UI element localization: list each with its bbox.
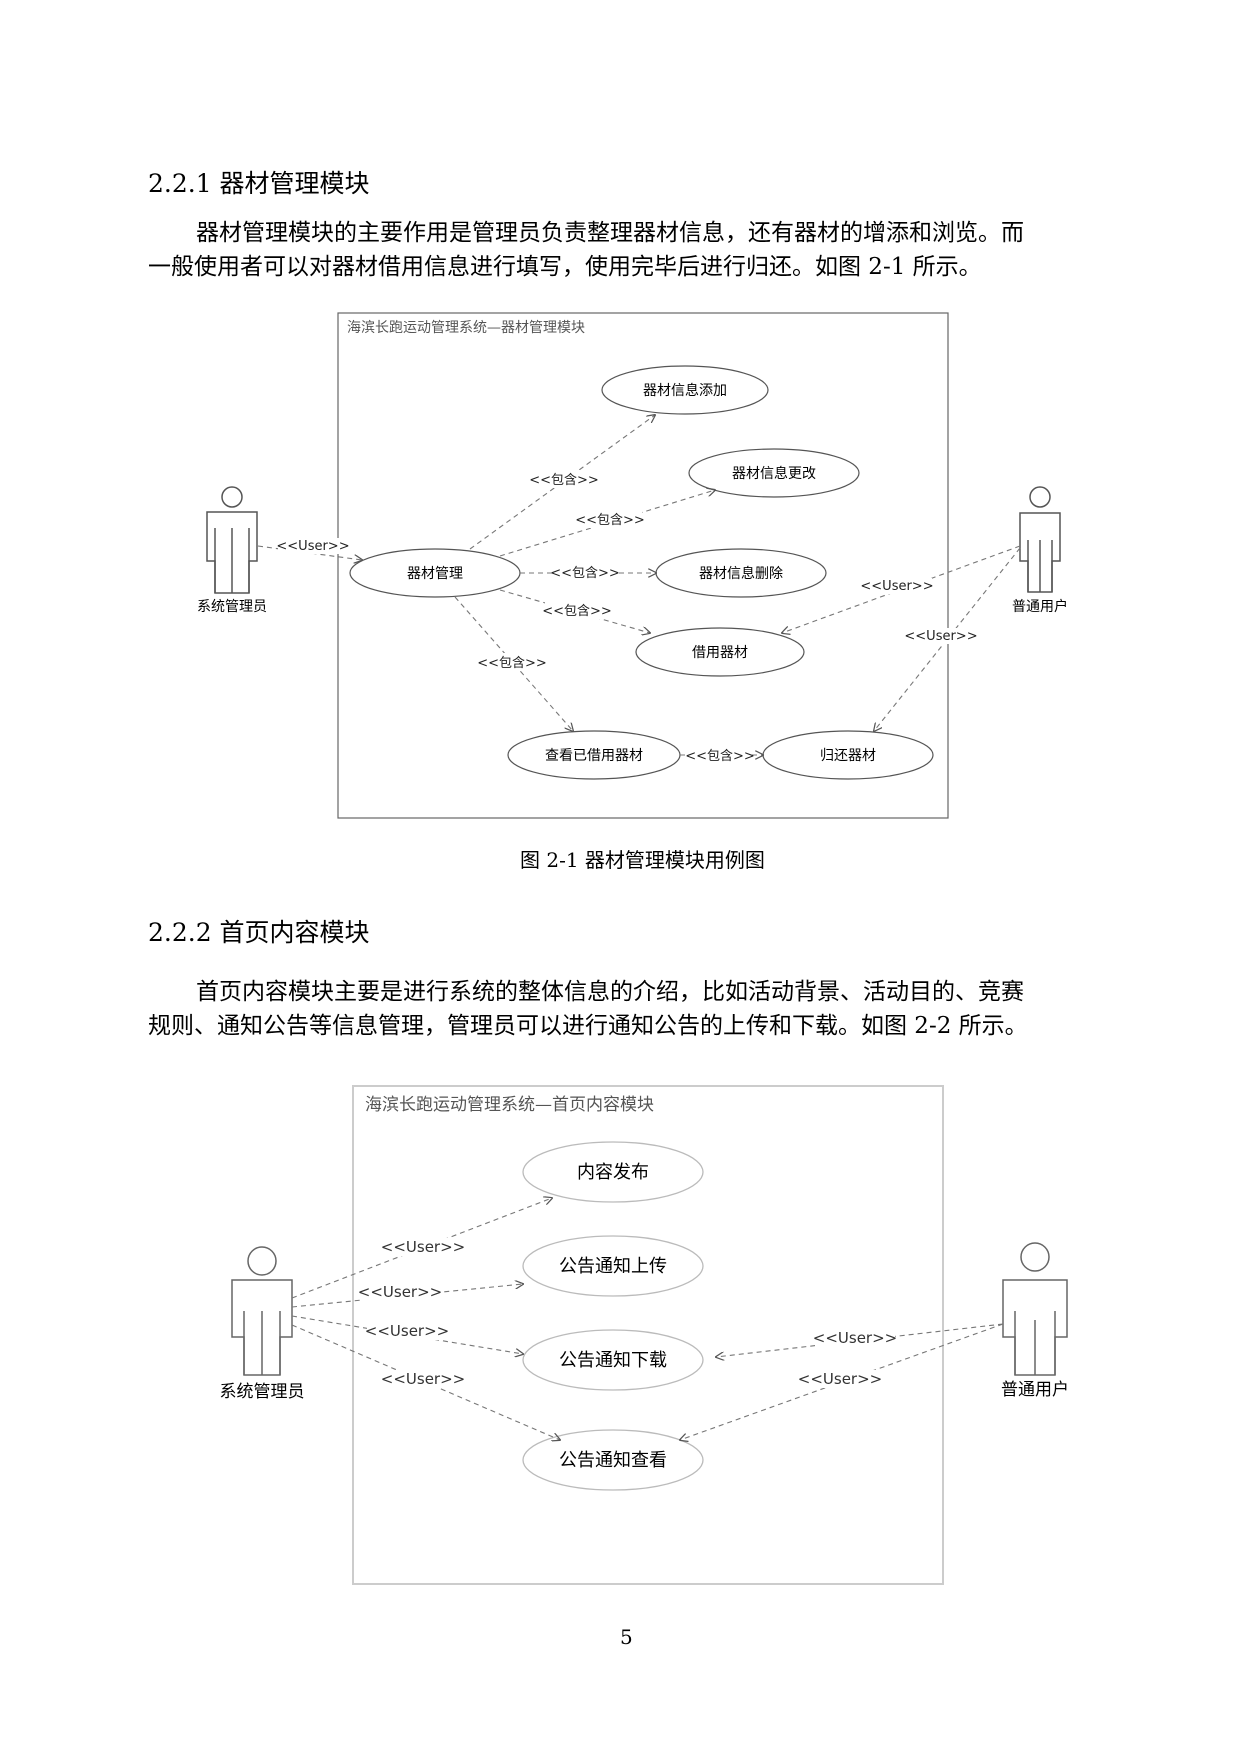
- edge-label: <<包含>>: [550, 565, 620, 581]
- usecase-borrow-label: 借用器材: [692, 645, 748, 661]
- usecase-publish: [522, 1141, 704, 1203]
- edge-manage-borrow: [499, 589, 650, 633]
- edge-label: <<包含>>: [575, 512, 645, 528]
- usecase-modify: [688, 448, 860, 498]
- actor-admin-label: 系统管理员: [197, 599, 267, 615]
- edge-label: <<User>>: [358, 1283, 442, 1301]
- edge-label: <<User>>: [904, 629, 977, 644]
- system-title-2: 海滨长跑运动管理系统—首页内容模块: [365, 1095, 654, 1115]
- usecase-modify-label: 器材信息更改: [732, 465, 816, 482]
- edge-label: <<User>>: [798, 1370, 882, 1388]
- usecase-publish-label: 内容发布: [577, 1162, 649, 1183]
- edge-label: <<User>>: [813, 1329, 897, 1347]
- paragraph-line: 一般使用者可以对器材借用信息进行填写，使用完毕后进行归还。如图 2-1 所示。: [148, 254, 982, 280]
- edge-label: <<包含>>: [685, 748, 755, 764]
- edge-manage-add: [469, 415, 655, 550]
- edge-admin-upload: [291, 1284, 523, 1308]
- system-title: 海滨长跑运动管理系统—器材管理模块: [347, 320, 585, 336]
- paragraph-line: 首页内容模块主要是进行系统的整体信息的介绍，比如活动背景、活动目的、竞赛: [196, 979, 1024, 1005]
- actor-user-label: 普通用户: [1012, 598, 1068, 615]
- edge-label: <<包含>>: [477, 655, 547, 671]
- section-heading-2-2-2: 2.2.2 首页内容模块: [148, 918, 370, 947]
- usecase-delete-label: 器材信息删除: [699, 565, 783, 582]
- actor-admin-label-2: 系统管理员: [220, 1382, 305, 1402]
- section-paragraph-2-2-1: 器材管理模块的主要作用是管理员负责整理器材信息，还有器材的增添和浏览。而 一般使…: [148, 216, 1123, 284]
- actor-user-icon: [1019, 486, 1061, 593]
- usecase-view: [522, 1429, 704, 1491]
- edge-label: <<User>>: [365, 1322, 449, 1340]
- actor-admin-icon-2: [231, 1246, 293, 1376]
- actor-admin-icon: [206, 486, 258, 594]
- paragraph-line: 规则、通知公告等信息管理，管理员可以进行通知公告的上传和下载。如图 2-2 所示…: [148, 1013, 1028, 1039]
- system-boundary-2: [352, 1085, 944, 1585]
- edge-label: <<User>>: [276, 539, 349, 554]
- edge-label: <<User>>: [381, 1370, 465, 1388]
- edge-label: <<User>>: [860, 579, 933, 594]
- edge-label: <<包含>>: [542, 603, 612, 619]
- usecase-download: [522, 1329, 704, 1391]
- usecase-manage-label: 器材管理: [407, 566, 463, 582]
- usecase-upload-label: 公告通知上传: [559, 1256, 667, 1277]
- usecase-download-label: 公告通知下载: [559, 1350, 667, 1371]
- actor-user-label-2: 普通用户: [1001, 1380, 1069, 1400]
- usecase-upload: [522, 1235, 704, 1297]
- paragraph-line: 器材管理模块的主要作用是管理员负责整理器材信息，还有器材的增添和浏览。而: [196, 220, 1024, 246]
- figure-2-1-caption: 图 2-1 器材管理模块用例图: [520, 848, 765, 872]
- usecase-add: [601, 365, 769, 415]
- page-number: 5: [620, 1625, 633, 1649]
- section-paragraph-2-2-2: 首页内容模块主要是进行系统的整体信息的介绍，比如活动背景、活动目的、竞赛 规则、…: [148, 975, 1123, 1043]
- section-heading-2-2-1: 2.2.1 器材管理模块: [148, 169, 370, 198]
- usecase-return-label: 归还器材: [820, 747, 876, 764]
- edge-label: <<User>>: [381, 1238, 465, 1256]
- edge-manage-view: [454, 596, 573, 731]
- edge-label: <<包含>>: [529, 472, 599, 488]
- usecase-view-label: 公告通知查看: [559, 1450, 667, 1471]
- usecase-add-label: 器材信息添加: [643, 382, 727, 399]
- usecase-view-borrowed-label: 查看已借用器材: [545, 748, 643, 764]
- actor-user-icon-2: [1002, 1242, 1068, 1376]
- usecase-borrow: [635, 627, 805, 677]
- system-boundary: [337, 312, 949, 819]
